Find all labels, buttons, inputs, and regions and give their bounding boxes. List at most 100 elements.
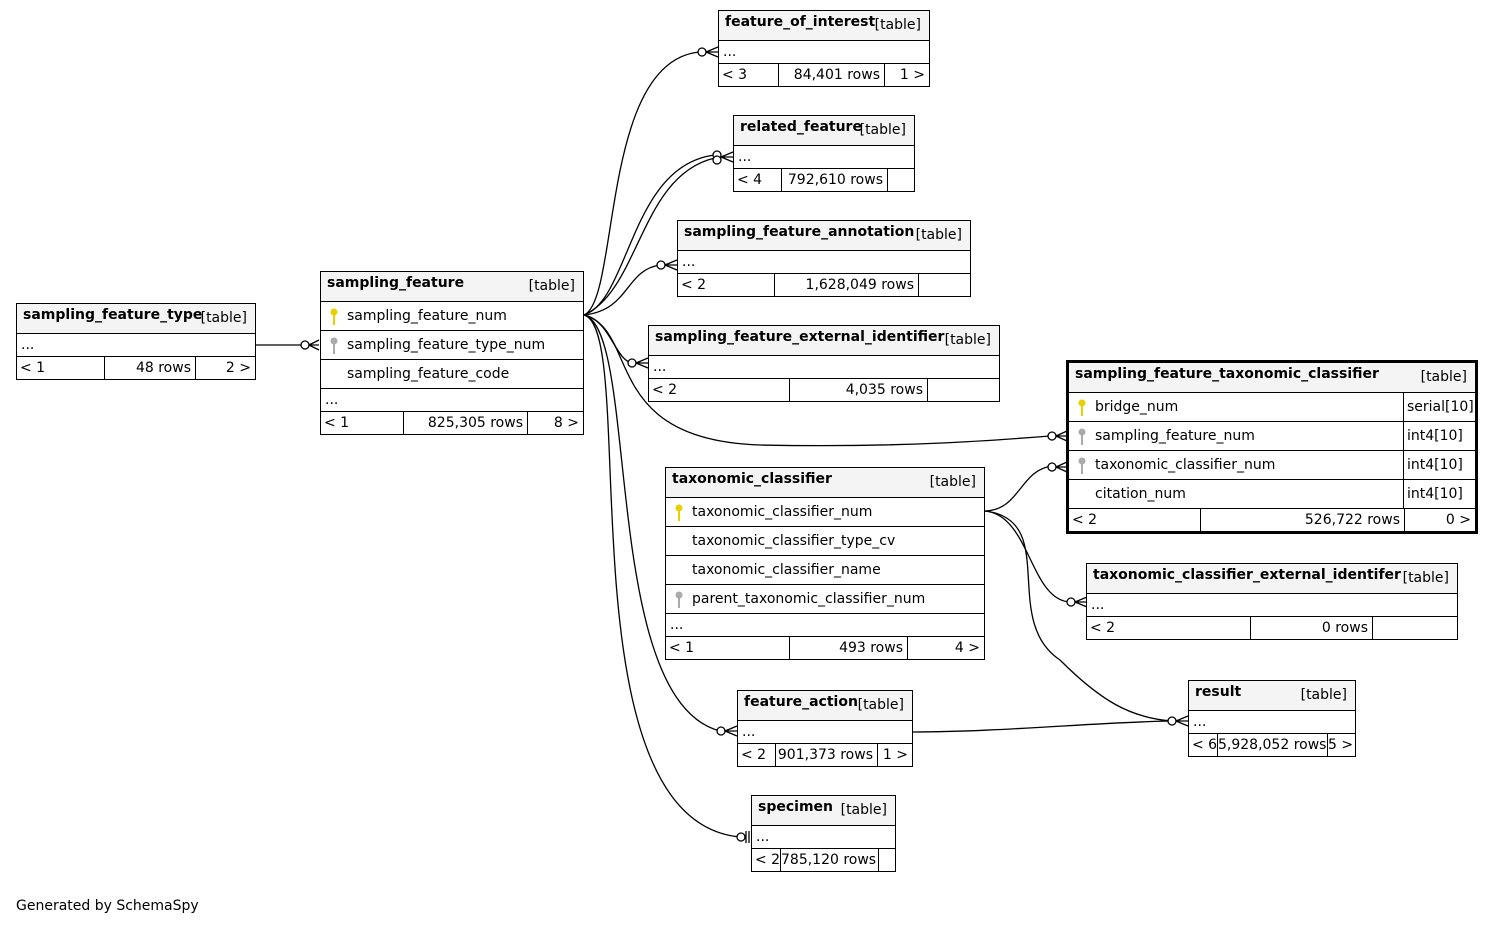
column-row[interactable]: bridge_num serial[10] (1069, 393, 1475, 422)
column-row[interactable]: taxonomic_classifier_type_cv (666, 527, 984, 556)
column-row[interactable]: sampling_feature_code (321, 360, 583, 389)
table-name[interactable]: sampling_feature (327, 275, 465, 291)
table-name[interactable]: specimen (758, 799, 833, 815)
parents-link[interactable]: < 1 (666, 637, 790, 659)
parents-link[interactable]: < 2 (1069, 509, 1201, 531)
column-name: sampling_feature_num (1095, 428, 1255, 444)
children-link[interactable]: 5 > (1328, 737, 1354, 753)
column-name: taxonomic_classifier_name (692, 562, 881, 578)
table-taxonomic-classifier-external-identifer[interactable]: taxonomic_classifier_external_identifer[… (1086, 563, 1458, 640)
edge-to-annotation (583, 264, 661, 316)
parents-link[interactable]: < 6 (1189, 734, 1218, 756)
edge-to-feature-of-interest (583, 51, 701, 316)
table-sampling-feature[interactable]: sampling_feature[table] sampling_feature… (320, 271, 584, 435)
row-count: 1,628,049 rows (775, 274, 919, 296)
children-link[interactable]: 0 > (1445, 512, 1471, 528)
children-link[interactable]: 1 > (899, 67, 925, 83)
edge-to-external-identifier (583, 314, 633, 364)
column-type: int4[10] (1403, 451, 1475, 479)
children-link[interactable] (1373, 617, 1457, 639)
table-kind: [table] (840, 802, 887, 818)
column-row[interactable]: sampling_feature_num (321, 302, 583, 331)
parents-link[interactable]: < 2 (1087, 617, 1251, 639)
table-name[interactable]: sampling_feature_type (23, 307, 203, 323)
table-kind: [table] (915, 227, 962, 243)
children-link[interactable]: 4 > (954, 640, 980, 656)
table-taxonomic-classifier[interactable]: taxonomic_classifier[table] taxonomic_cl… (665, 467, 985, 660)
more-columns: ... (734, 146, 914, 169)
column-row[interactable]: sampling_feature_type_num (321, 331, 583, 360)
more-columns: ... (666, 614, 984, 637)
primary-key-icon (330, 308, 338, 325)
parents-link[interactable]: < 2 (738, 744, 776, 766)
column-name: taxonomic_classifier_type_cv (692, 533, 896, 549)
column-name: parent_taxonomic_classifier_num (692, 591, 926, 607)
parents-link[interactable]: < 2 (649, 379, 790, 401)
table-kind: [table] (1402, 570, 1449, 586)
parents-link[interactable]: < 3 (719, 64, 779, 86)
edge-to-feature-action (583, 314, 721, 732)
table-kind: [table] (200, 310, 247, 326)
foreign-key-icon (1078, 428, 1086, 445)
row-count: 4,035 rows (790, 379, 928, 401)
column-row[interactable]: parent_taxonomic_classifier_num (666, 585, 984, 614)
parents-link[interactable]: < 1 (321, 412, 404, 434)
table-sampling-feature-taxonomic-classifier[interactable]: sampling_feature_taxonomic_classifier[ta… (1066, 360, 1478, 534)
row-count: 526,722 rows (1201, 509, 1405, 531)
row-count: 901,373 rows (776, 744, 878, 766)
children-link[interactable]: 8 > (553, 415, 579, 431)
table-name[interactable]: taxonomic_classifier_external_identifer (1093, 567, 1401, 583)
column-name: taxonomic_classifier_num (692, 504, 873, 520)
table-kind: [table] (857, 697, 904, 713)
table-name[interactable]: sampling_feature_annotation (684, 224, 915, 240)
parents-link[interactable]: < 1 (17, 357, 105, 379)
column-name: sampling_feature_code (347, 366, 510, 382)
row-count: 825,305 rows (404, 412, 528, 434)
foreign-key-icon (675, 591, 683, 608)
row-count: 84,401 rows (779, 64, 885, 86)
edge-to-related-feature-b (583, 157, 716, 316)
parents-link[interactable]: < 2 (752, 849, 781, 871)
table-sampling-feature-external-identifier[interactable]: sampling_feature_external_identifier[tab… (648, 325, 1000, 402)
column-name: citation_num (1095, 486, 1186, 502)
more-columns: ... (719, 41, 929, 64)
column-name: bridge_num (1095, 399, 1179, 415)
row-count: 0 rows (1251, 617, 1373, 639)
edge-to-taxonomic-bridge (583, 314, 1051, 447)
column-type: serial[10] (1403, 393, 1475, 421)
table-name[interactable]: sampling_feature_taxonomic_classifier (1075, 366, 1379, 382)
column-row[interactable]: taxonomic_classifier_num (666, 498, 984, 527)
more-columns: ... (1189, 711, 1355, 734)
children-link[interactable]: 2 > (225, 360, 251, 376)
table-name[interactable]: taxonomic_classifier (672, 471, 832, 487)
parents-link[interactable]: < 4 (734, 169, 782, 191)
table-name[interactable]: feature_of_interest (725, 14, 876, 30)
column-row[interactable]: taxonomic_classifier_name (666, 556, 984, 585)
foreign-key-icon (1078, 457, 1086, 474)
table-name[interactable]: related_feature (740, 119, 862, 135)
children-link[interactable] (879, 849, 895, 871)
edge-classifier-to-external (984, 510, 1071, 603)
parents-link[interactable]: < 2 (678, 274, 775, 296)
children-link[interactable] (928, 379, 999, 401)
table-name[interactable]: feature_action (744, 694, 858, 710)
row-count: 493 rows (790, 637, 908, 659)
more-columns: ... (678, 251, 970, 274)
children-link[interactable] (919, 274, 970, 296)
table-name[interactable]: sampling_feature_external_identifier (655, 329, 945, 345)
table-name[interactable]: result (1195, 684, 1242, 700)
table-kind: [table] (944, 332, 991, 348)
children-link[interactable]: 1 > (882, 747, 908, 763)
table-sampling-feature-annotation[interactable]: sampling_feature_annotation[table] ... <… (677, 220, 971, 297)
children-link[interactable] (888, 169, 914, 191)
